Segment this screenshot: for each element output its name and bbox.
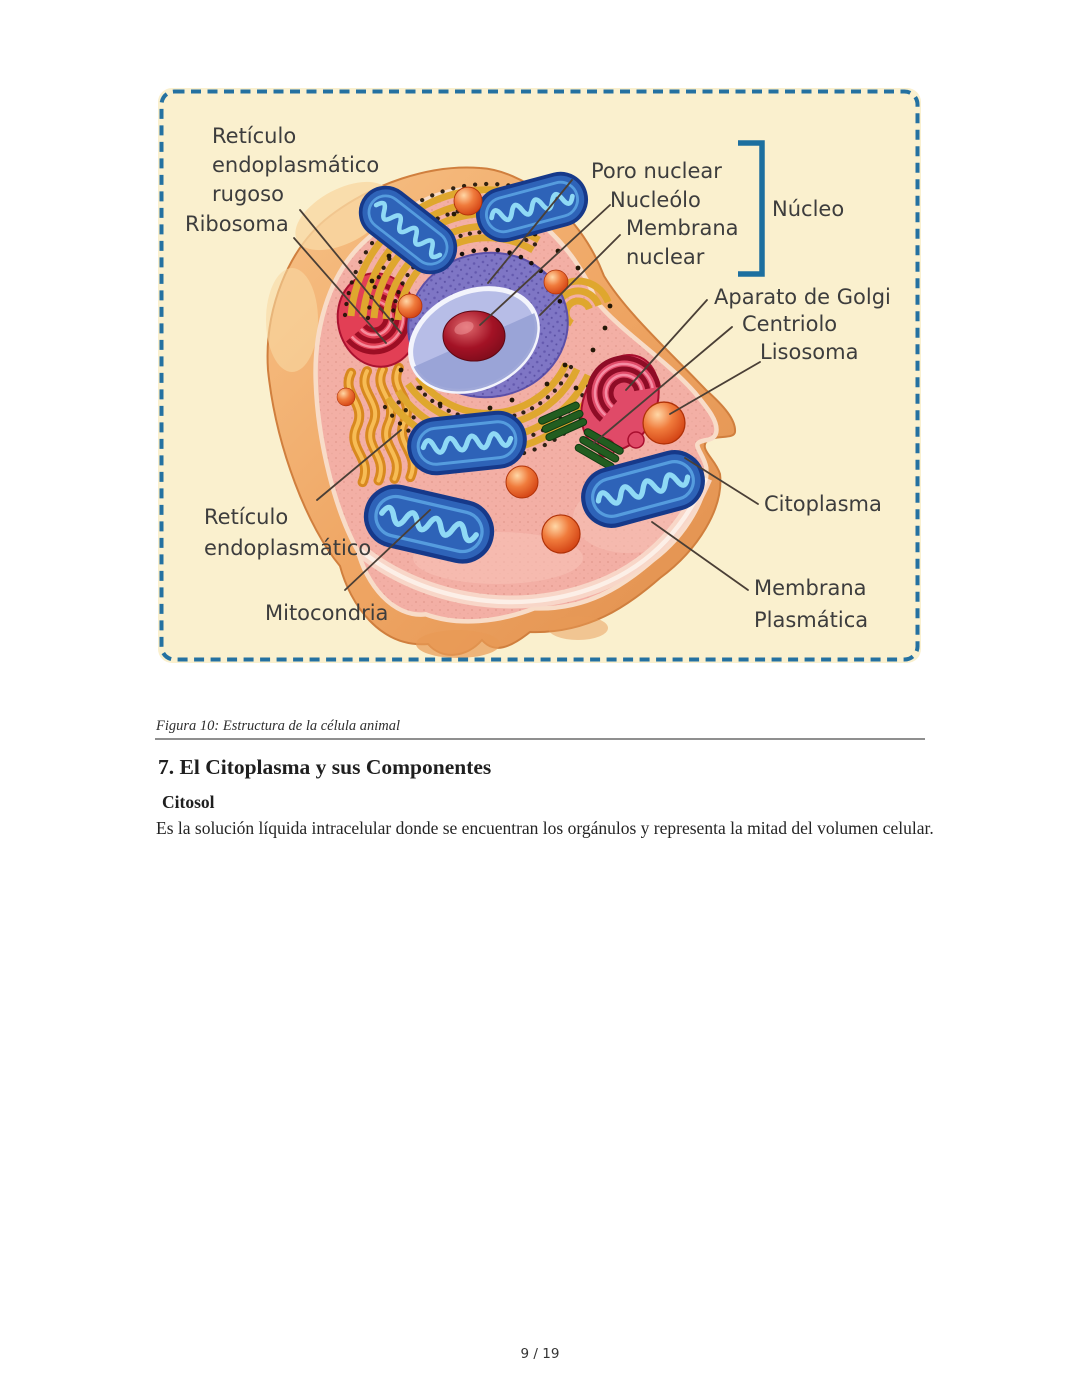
- figure-label-membrana-plasmatica: Membrana Plasmática: [754, 576, 869, 632]
- figure-label-poro-nuclear: Poro nuclear: [591, 159, 722, 183]
- lysosome: [336, 387, 356, 407]
- figure-label-reticulo-endoplasmatico: Retículo endoplasmático: [204, 505, 372, 560]
- section-divider: [155, 738, 925, 740]
- figure-label-mitocondria: Mitocondria: [265, 601, 389, 625]
- lysosome: [541, 514, 581, 554]
- figure-border: [159, 89, 920, 662]
- figure-label-centriolo: Centriolo: [742, 312, 838, 336]
- body-paragraph: Es la solución líquida intracelular dond…: [156, 818, 934, 838]
- page-number: 9 / 19: [520, 1346, 560, 1362]
- animal-cell-illustration: [159, 89, 920, 662]
- cell-figure: Retículo endoplasmático rugoso Ribosoma …: [158, 88, 921, 663]
- lysosome: [453, 186, 483, 216]
- figure-label-lisosoma: Lisosoma: [760, 340, 859, 364]
- subsection-heading: Citosol: [162, 792, 215, 812]
- nucleus-bracket: [738, 140, 765, 277]
- section-heading: 7. El Citoplasma y sus Componentes: [158, 755, 492, 779]
- nucleolus: [442, 310, 506, 362]
- nucleus: [407, 247, 569, 399]
- figure-label-nucleolo: Nucleólo: [610, 188, 701, 212]
- figure-label-reticulo-rugoso: Retículo endoplasmático rugoso: [212, 124, 380, 206]
- figure-label-ribosoma: Ribosoma: [185, 212, 289, 236]
- lysosome: [505, 465, 539, 499]
- figure-label-aparato-golgi: Aparato de Golgi: [714, 285, 891, 309]
- golgi-apparatus: [580, 354, 661, 458]
- lysosome: [397, 293, 423, 319]
- figure-label-nucleo: Núcleo: [772, 197, 845, 221]
- mitochondrion: [406, 410, 527, 476]
- label-pointer-lines: [293, 179, 761, 591]
- figure-caption: Figura 10: Estructura de la célula anima…: [156, 717, 401, 734]
- figure-label-membrana-nuclear: Membrana nuclear: [626, 216, 739, 269]
- figure-label-citoplasma: Citoplasma: [764, 492, 882, 516]
